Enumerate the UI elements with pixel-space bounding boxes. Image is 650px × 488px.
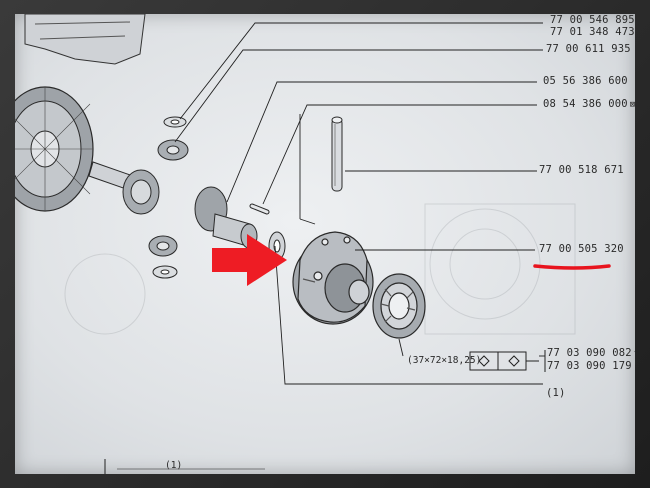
part-number-text: 77 03 090 179 [547, 360, 632, 372]
red-arrow [212, 234, 287, 286]
planet-pin [331, 116, 343, 192]
page-marks [104, 459, 265, 474]
part-number-text: 77 00 611 935 [546, 43, 631, 55]
part-number-1b: 77 01 348 473 [550, 26, 635, 38]
part-number-2: 77 00 611 935 [546, 43, 631, 55]
exploded-diagram [15, 14, 611, 474]
part-number-7a: 77 03 090 082† [547, 347, 635, 359]
spring-pin [249, 203, 270, 215]
part-number-8: (1) [546, 387, 566, 399]
part-number-mark: ⊠ [629, 100, 635, 110]
part-number-5: 77 00 518 671 [539, 164, 624, 176]
part-number-text: 77 03 090 082 [547, 347, 632, 359]
part-number-text: 05 56 386 600 [543, 75, 628, 87]
part-number-text: 77 00 505 320 [539, 243, 624, 255]
background-print [64, 203, 576, 335]
differential-case [292, 231, 374, 325]
part-number-text: (1) [546, 387, 566, 399]
part-number-text: 77 00 546 895 [550, 14, 635, 26]
part-number-4: 08 54 386 000⊠ [543, 98, 635, 110]
part-number-text: 08 54 386 000 [543, 98, 628, 110]
footnote-bottom: (1) [165, 460, 183, 471]
gearbox-housing-fragment [24, 14, 146, 65]
side-gears [148, 116, 189, 279]
leader-lines [174, 22, 545, 385]
part-number-mark: † [634, 349, 635, 359]
roller-bearing [372, 273, 426, 339]
highlight-underline [533, 264, 611, 270]
part-number-7b: 77 03 090 179 [547, 360, 632, 372]
catalog-page: 77 00 546 895† 77 01 348 473 77 00 611 9… [15, 14, 635, 474]
part-number-text: 77 01 348 473 [550, 26, 635, 38]
bearing-spec: (37×72×18,25) [407, 355, 482, 366]
bearing-symbols [469, 350, 546, 372]
part-number-3: 05 56 386 600 [543, 75, 628, 87]
crown-wheel [15, 86, 94, 212]
part-number-text: 77 00 518 671 [539, 164, 624, 176]
part-number-1a: 77 00 546 895† [550, 14, 635, 26]
pinion-gear [88, 161, 160, 215]
part-number-6-highlighted: 77 00 505 320 [539, 243, 624, 255]
